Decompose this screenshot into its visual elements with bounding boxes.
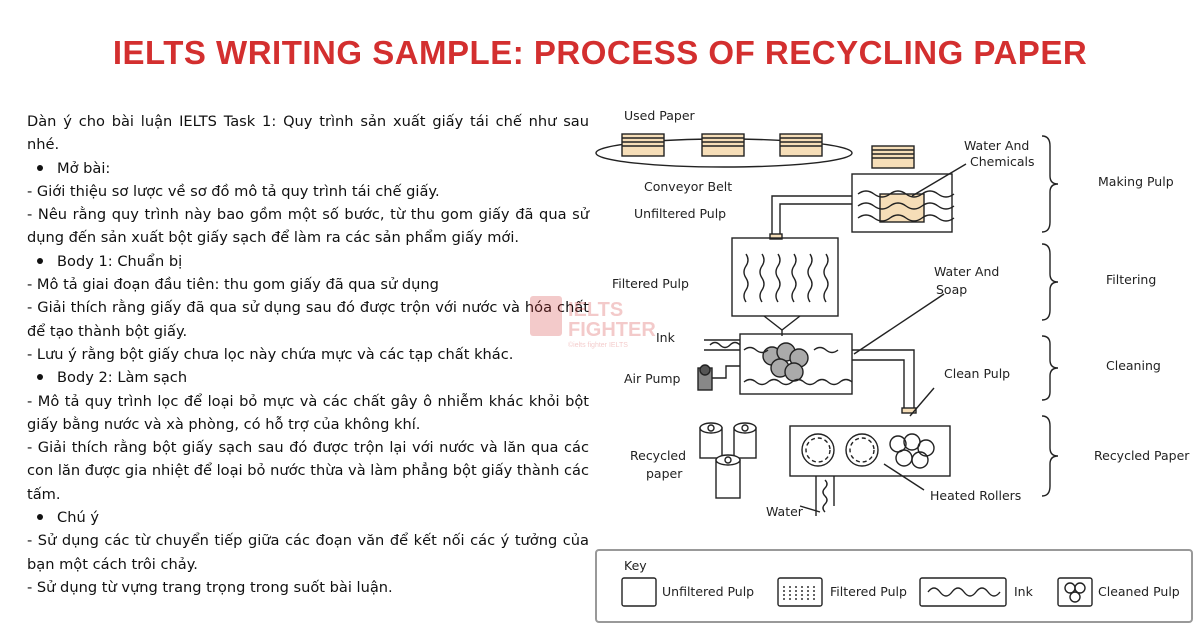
label-heated-rollers: Heated Rollers	[930, 488, 1021, 503]
bullet-dot-icon	[37, 374, 43, 381]
outline-text-line: - Lưu ý rằng bột giấy chưa lọc này chứa …	[27, 343, 589, 366]
key-unfiltered-pulp-icon	[621, 577, 657, 607]
key-title: Key	[624, 558, 647, 573]
label-unfiltered-pulp: Unfiltered Pulp	[634, 206, 726, 221]
paper-roll-icon	[699, 422, 723, 459]
label-recycled-paper-line2: paper	[646, 466, 683, 481]
outline-text-line: - Giới thiệu sơ lược về sơ đồ mô tả quy …	[27, 180, 589, 203]
key-cleaned-pulp-icon	[1057, 577, 1093, 607]
label-air-pump: Air Pump	[624, 371, 681, 386]
label-filtered-pulp: Filtered Pulp	[612, 276, 689, 291]
key-ink-icon	[919, 577, 1007, 607]
cleaning-tank	[739, 333, 853, 395]
outline-line-text: - Lưu ý rằng bột giấy chưa lọc này chứa …	[27, 345, 514, 363]
key-box	[595, 549, 1193, 623]
used-paper-stack-icon	[621, 133, 665, 157]
paper-roll-icon	[715, 454, 741, 499]
key-filtered-pulp-icon	[777, 577, 823, 607]
outline-line-text: - Giải thích rằng giấy đã qua sử dụng sa…	[27, 299, 589, 340]
brand-watermark: IELTS FIGHTER ©ielts fighter IELTS	[528, 290, 678, 354]
outline-line-text: Body 1: Chuẩn bị	[57, 252, 183, 270]
outline-text-line: - Mô tả quy trình lọc để loại bỏ mực và …	[27, 390, 589, 437]
recycling-process-diagram: Used Paper Water And Chemicals Conveyor …	[594, 98, 1194, 630]
key-label-filtered-pulp: Filtered Pulp	[830, 584, 907, 599]
outline-bullet-line: Body 1: Chuẩn bị	[27, 250, 589, 273]
essay-outline: Dàn ý cho bài luận IELTS Task 1: Quy trì…	[27, 110, 589, 599]
outline-line-text: Mở bài:	[57, 159, 111, 177]
bullet-dot-icon	[37, 257, 43, 264]
outline-line-text: - Mô tả giai đoạn đầu tiên: thu gom giấy…	[27, 276, 439, 294]
outline-line-text: Body 2: Làm sạch	[57, 369, 188, 387]
watermark-logo-icon	[530, 296, 562, 336]
outline-text-line: - Giải thích rằng bột giấy sạch sau đó đ…	[27, 436, 589, 506]
outline-line-text: Dàn ý cho bài luận IELTS Task 1: Quy trì…	[27, 113, 589, 154]
outline-text-line: - Sử dụng từ vựng trang trọng trong suốt…	[27, 576, 589, 599]
label-recycled-paper-line1: Recycled	[630, 448, 686, 463]
recycled-paper-brace	[1041, 415, 1059, 497]
outline-text-line: - Nêu rằng quy trình này bao gồm một số …	[27, 203, 589, 250]
key-label-cleaned-pulp: Cleaned Pulp	[1098, 584, 1180, 599]
cleaned-pulp-cluster-icon	[889, 433, 935, 469]
heated-rollers-tray	[789, 425, 951, 477]
outline-line-text: - Giải thích rằng bột giấy sạch sau đó đ…	[27, 439, 589, 503]
label-water-soap-line1: Water And	[934, 264, 999, 279]
stage-recycled-paper: Recycled Paper	[1094, 448, 1190, 463]
outline-line-text: - Sử dụng các từ chuyển tiếp giữa các đo…	[27, 532, 589, 573]
outline-line-text: - Sử dụng từ vựng trang trọng trong suốt…	[27, 578, 393, 596]
filtering-tank	[731, 237, 839, 317]
used-paper-stack-icon	[871, 145, 915, 169]
outline-bullet-line: Chú ý	[27, 506, 589, 529]
label-conveyor-belt: Conveyor Belt	[644, 179, 732, 194]
bullet-dot-icon	[37, 514, 43, 521]
outline-line-text: - Giới thiệu sơ lược về sơ đồ mô tả quy …	[27, 182, 440, 200]
page-title: IELTS WRITING SAMPLE: PROCESS OF RECYCLI…	[112, 34, 1088, 71]
outline-text-line: - Giải thích rằng giấy đã qua sử dụng sa…	[27, 296, 589, 343]
used-paper-stack-icon	[779, 133, 823, 157]
key-label-unfiltered-pulp: Unfiltered Pulp	[662, 584, 754, 599]
outline-text-line: - Sử dụng các từ chuyển tiếp giữa các đo…	[27, 529, 589, 576]
outline-line-text: Chú ý	[57, 509, 99, 527]
outline-text-line: Dàn ý cho bài luận IELTS Task 1: Quy trì…	[27, 110, 589, 157]
label-water-soap-line2: Soap	[936, 282, 967, 297]
filtering-brace	[1041, 243, 1059, 321]
making-pulp-brace	[1041, 135, 1059, 233]
stage-cleaning: Cleaning	[1106, 358, 1161, 373]
heated-roller-icon	[801, 433, 835, 467]
label-water-chemicals-line1: Water And	[964, 138, 1029, 153]
label-water-chemicals-line2: Chemicals	[970, 154, 1035, 169]
watermark-brand-line2: FIGHTER	[568, 319, 656, 341]
paper-roll-icon	[733, 422, 757, 459]
pulp-mixing-tank	[851, 173, 953, 233]
outline-line-text: - Nêu rằng quy trình này bao gồm một số …	[27, 206, 589, 247]
label-used-paper: Used Paper	[624, 108, 696, 123]
key-label-ink: Ink	[1014, 584, 1034, 599]
outline-bullet-line: Mở bài:	[27, 157, 589, 180]
outline-bullet-line: Body 2: Làm sạch	[27, 366, 589, 389]
outline-line-text: - Mô tả quy trình lọc để loại bỏ mực và …	[27, 392, 589, 433]
stage-filtering: Filtering	[1106, 272, 1156, 287]
used-paper-stack-icon	[701, 133, 745, 157]
cleaning-brace	[1041, 335, 1059, 401]
label-clean-pulp: Clean Pulp	[944, 366, 1010, 381]
ink-cluster-icon	[762, 342, 809, 382]
outline-text-line: - Mô tả giai đoạn đầu tiên: thu gom giấy…	[27, 273, 589, 296]
stage-making-pulp: Making Pulp	[1098, 174, 1174, 189]
heated-roller-icon	[845, 433, 879, 467]
label-water: Water	[766, 504, 804, 519]
watermark-brand-sub: ©ielts fighter IELTS	[568, 341, 628, 349]
label-ink: Ink	[656, 330, 676, 345]
watermark-brand-line1: IELTS	[568, 299, 623, 321]
bullet-dot-icon	[37, 164, 43, 171]
